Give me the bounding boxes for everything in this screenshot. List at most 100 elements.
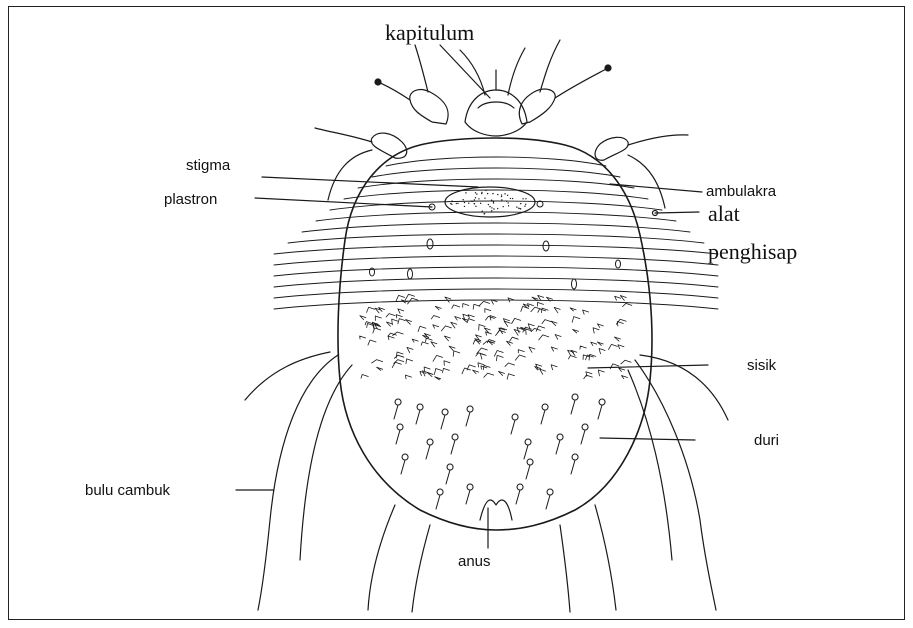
- spine-mark: [598, 399, 605, 419]
- scale-mark: [540, 369, 546, 374]
- plastron-dot: [464, 202, 465, 203]
- scale-mark: [444, 336, 450, 341]
- scale-mark: [424, 367, 430, 371]
- plastron-dot: [504, 193, 505, 194]
- plastron-dot: [497, 194, 498, 195]
- scale-mark: [453, 351, 460, 356]
- scale-mark: [407, 347, 413, 352]
- plastron-dot: [489, 206, 490, 207]
- label-alat: alat: [708, 201, 740, 226]
- scale-mark: [405, 375, 411, 379]
- label-sisik: sisik: [747, 357, 777, 374]
- scale-mark: [580, 346, 586, 349]
- capitulum: [460, 48, 527, 136]
- scale-mark: [584, 375, 593, 379]
- label-bulu-cambuk: bulu cambuk: [85, 482, 171, 499]
- scale-mark: [589, 354, 596, 360]
- leader-lines: [236, 45, 708, 548]
- spine-mark: [571, 394, 578, 414]
- plastron-dot: [480, 203, 481, 204]
- spine-mark: [524, 439, 531, 459]
- scale-mark: [392, 319, 398, 325]
- scale-mark: [485, 309, 491, 313]
- spine-mark: [446, 464, 453, 484]
- scale-mark: [431, 316, 439, 319]
- scale-mark: [539, 335, 549, 340]
- body-spines: [394, 394, 605, 509]
- striation-line: [344, 190, 648, 199]
- spine-mark: [436, 489, 443, 509]
- spine-mark: [396, 424, 403, 444]
- scale-mark: [598, 370, 604, 376]
- scale-mark: [615, 296, 621, 300]
- scale-mark: [473, 370, 479, 374]
- plastron-dot: [506, 200, 507, 201]
- label-plastron: plastron: [164, 191, 217, 208]
- scale-mark: [396, 315, 402, 318]
- scale-mark: [394, 355, 404, 358]
- scale-mark: [496, 330, 506, 335]
- plastron-dot: [456, 203, 457, 204]
- plastron-dot: [497, 208, 498, 209]
- plastron-dot: [510, 198, 511, 199]
- scale-mark: [568, 356, 576, 359]
- plastron-dot: [492, 193, 493, 194]
- scale-mark: [455, 317, 461, 320]
- scale-mark: [593, 328, 599, 333]
- scale-mark: [551, 365, 557, 370]
- anus-shape: [480, 500, 512, 520]
- scale-mark: [398, 319, 405, 324]
- scale-mark: [597, 324, 603, 328]
- scale-mark: [521, 306, 529, 311]
- plastron-dot: [503, 206, 504, 207]
- label-kapitulum: kapitulum: [385, 20, 474, 45]
- scale-mark: [528, 304, 534, 307]
- scale-mark: [573, 329, 579, 333]
- body-scales: [360, 294, 632, 380]
- scale-mark: [505, 363, 514, 366]
- scale-mark: [554, 307, 560, 312]
- scale-mark: [496, 355, 503, 360]
- scale-mark: [386, 314, 395, 317]
- plastron-dot: [462, 199, 463, 200]
- plastron-dot: [522, 198, 523, 199]
- scale-mark: [393, 332, 404, 336]
- plastron-dot: [464, 206, 465, 207]
- scale-mark: [620, 296, 626, 301]
- scale-mark: [473, 304, 480, 309]
- scale-mark: [583, 310, 589, 314]
- scale-mark: [597, 342, 603, 345]
- scale-mark: [621, 360, 631, 364]
- scale-mark: [591, 342, 597, 345]
- scale-mark: [360, 316, 366, 320]
- plastron-dot: [491, 199, 492, 200]
- label-penghisap: penghisap: [708, 239, 797, 264]
- scale-mark: [518, 350, 524, 353]
- scale-mark: [423, 335, 429, 338]
- scale-mark: [484, 373, 494, 377]
- scale-mark: [435, 306, 441, 310]
- plastron-dot: [484, 197, 485, 198]
- spine-mark: [466, 484, 473, 504]
- scale-mark: [445, 297, 451, 302]
- spine-mark: [581, 424, 588, 444]
- spine-mark: [556, 434, 563, 454]
- striation-line: [372, 168, 620, 177]
- plastron-shape: [445, 187, 535, 217]
- spine-mark: [451, 434, 458, 454]
- scale-mark: [433, 355, 443, 361]
- plastron-dots: [450, 190, 527, 215]
- scale-mark: [479, 324, 485, 330]
- scale-mark: [498, 371, 504, 375]
- plastron-dot: [476, 193, 477, 194]
- striation-line: [386, 157, 606, 166]
- scale-mark: [555, 334, 561, 339]
- scale-mark: [608, 344, 617, 349]
- spine-mark: [394, 399, 401, 419]
- scale-mark: [551, 347, 557, 351]
- spine-mark: [571, 454, 578, 474]
- spine-mark: [441, 409, 448, 429]
- scale-mark: [405, 294, 414, 300]
- scale-mark: [512, 318, 521, 323]
